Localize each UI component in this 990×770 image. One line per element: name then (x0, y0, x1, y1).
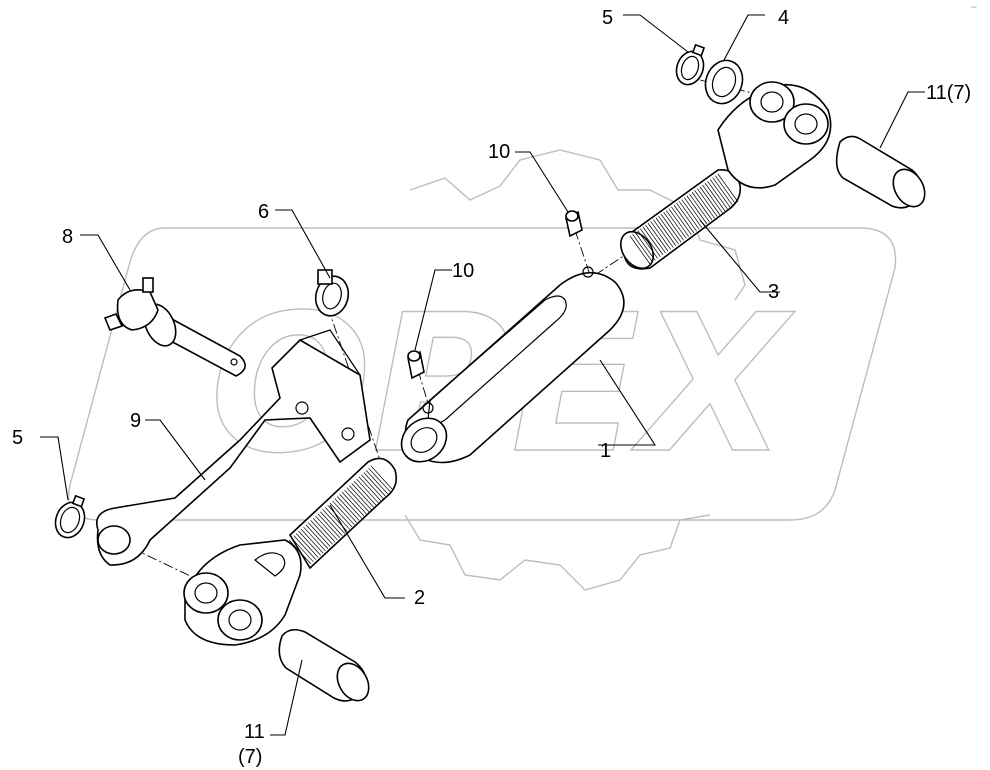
callouts: 1 2 3 4 5 5 6 8 9 10 10 11(7) 11 (7) (12, 7, 971, 768)
leader-lines (40, 14, 925, 736)
clevis-pin-bottom (278, 628, 370, 702)
callout-5-top: 5 (602, 7, 613, 29)
circlip-left (54, 494, 86, 539)
callout-10-top: 10 (488, 141, 510, 163)
callout-11-bottom-sub: (7) (238, 746, 262, 768)
callout-11-top: 11(7) (926, 82, 971, 104)
callout-5-left: 5 (12, 427, 23, 449)
callout-8: 8 (62, 226, 73, 248)
callout-9: 9 (130, 410, 141, 432)
grease-nipple-mid (407, 350, 425, 380)
circlip-top (675, 43, 706, 86)
handle-pin (103, 277, 246, 377)
callout-6: 6 (258, 201, 269, 223)
upper-threaded-rod (619, 81, 832, 270)
ring-pin (314, 269, 350, 317)
bracket-plate (96, 329, 371, 566)
callout-11-bottom: 11 (244, 721, 265, 743)
callout-2: 2 (414, 587, 425, 609)
corner-marker: ~ (970, 3, 978, 13)
callout-3: 3 (768, 281, 779, 303)
clevis-pin-top (835, 135, 926, 209)
lower-threaded-rod (183, 457, 398, 646)
washer-top (704, 59, 744, 105)
callout-4: 4 (778, 7, 789, 29)
callout-10-mid: 10 (452, 260, 474, 282)
grease-nipple-top (565, 210, 583, 238)
turnbuckle-body (400, 266, 625, 464)
callout-1: 1 (600, 440, 611, 462)
